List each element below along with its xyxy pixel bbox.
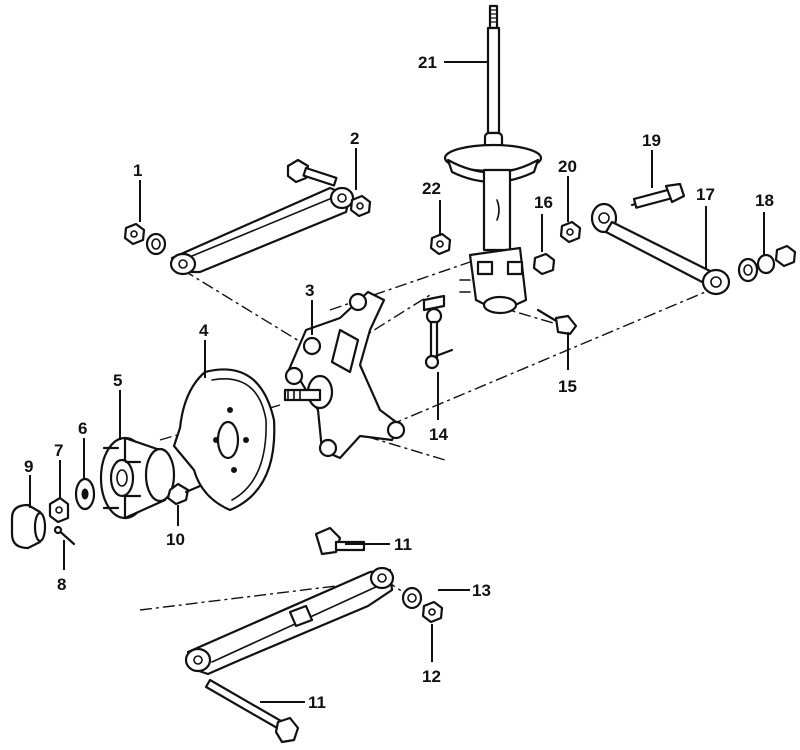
callout-9: 9	[24, 457, 33, 476]
lower-control-arm	[184, 566, 395, 676]
callout-14: 14	[429, 425, 448, 444]
callout-11-upper: 11	[394, 535, 412, 554]
callout-12: 12	[422, 667, 441, 686]
callout-6: 6	[78, 419, 87, 438]
upper-control-arm	[169, 186, 355, 276]
callout-2: 2	[350, 129, 359, 148]
stabilizer-link	[422, 294, 454, 370]
hub-nut	[48, 496, 70, 524]
lateral-link-washers	[737, 244, 797, 283]
callout-18: 18	[755, 191, 774, 210]
lower-arm-upper-bolt	[314, 526, 366, 556]
lateral-link	[590, 202, 731, 296]
callout-1: 1	[133, 161, 142, 180]
callout-11-lower: 11	[308, 693, 326, 712]
callout-21: 21	[418, 53, 437, 72]
backing-plate-bolt	[166, 482, 202, 506]
callout-3: 3	[305, 281, 314, 300]
strut-bushing	[532, 252, 556, 276]
upper-arm-nut-right	[349, 194, 372, 218]
lower-arm-washer	[401, 586, 423, 610]
strut-mount-bolt	[536, 308, 578, 336]
callout-4: 4	[199, 321, 209, 340]
callout-20: 20	[558, 157, 577, 176]
callout-5: 5	[113, 371, 122, 390]
lower-arm-lower-bolt	[204, 678, 300, 744]
callout-22: 22	[422, 179, 441, 198]
cotter-pin	[53, 525, 76, 546]
callout-labels: 1 2 3 4 5 6 7 8 9 10 11 11 12 13 14 15 1…	[24, 53, 774, 712]
strut-assembly	[443, 131, 543, 315]
steering-knuckle	[283, 290, 406, 460]
callout-13: 13	[472, 581, 491, 600]
callout-7: 7	[54, 441, 63, 460]
lateral-link-nut	[559, 220, 582, 244]
lower-arm-nut	[421, 600, 444, 624]
callout-17: 17	[696, 185, 715, 204]
hub-cap	[10, 503, 47, 550]
callout-8: 8	[57, 575, 66, 594]
callout-16: 16	[534, 193, 553, 212]
callout-19: 19	[642, 131, 661, 150]
upper-arm-bolt	[286, 158, 338, 187]
upper-arm-nut-left	[123, 222, 167, 256]
leader-lines	[29, 61, 765, 703]
callout-15: 15	[558, 377, 577, 396]
brake-backing-plate	[172, 368, 276, 512]
wheel-hub	[99, 436, 176, 520]
lateral-link-bolt	[630, 182, 686, 209]
strut-piston-rod	[486, 4, 501, 135]
strut-nut	[429, 232, 452, 256]
hub-washer	[74, 477, 96, 511]
callout-10: 10	[166, 530, 185, 549]
